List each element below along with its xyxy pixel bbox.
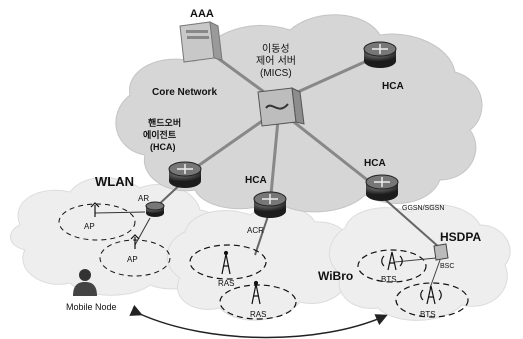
ras-bottom-label: RAS <box>250 310 266 319</box>
ras-bottom-tower-icon <box>251 280 261 305</box>
link-ggsn-bsc <box>379 194 441 249</box>
hca-agent-label-line3: (HCA) <box>150 142 176 152</box>
wibro-label: WiBro <box>318 269 353 283</box>
hsdpa-label: HSDPA <box>440 230 481 244</box>
hca-center-label: HCA <box>245 175 267 186</box>
wibro-cloud <box>166 205 352 321</box>
mics-label-line1: 이동성 <box>262 43 290 55</box>
router-icon-hca-agent <box>168 161 202 188</box>
bts-bottom-label: BTS <box>420 310 436 319</box>
bts-top-label: BTS <box>381 275 397 284</box>
wlan-label: WLAN <box>95 174 134 189</box>
link-ar-ap-bottom <box>134 217 151 246</box>
ap-left-icon <box>90 202 100 217</box>
ap-bottom-icon <box>130 234 140 249</box>
bts-bottom-coverage <box>395 282 469 318</box>
ar-label: AR <box>138 194 149 203</box>
link-bsc-bts-top <box>394 257 437 263</box>
link-hca-right-mics <box>284 113 381 192</box>
ap-left-coverage <box>58 203 136 241</box>
link-ar-ap-left <box>94 211 146 214</box>
bsc-icon <box>433 243 449 261</box>
acr-label: ACR <box>247 226 264 235</box>
link-hca-agent-mics <box>184 110 276 177</box>
link-bsc-bts-bottom <box>429 259 441 289</box>
ras-top-label: RAS <box>218 279 234 288</box>
hca-right-label: HCA <box>364 158 386 169</box>
mics-label-line3: (MICS) <box>260 68 292 79</box>
bts-top-tower-icon <box>381 251 403 271</box>
bts-top-coverage <box>357 249 427 283</box>
ggsn-sgsn-label: GGSN/SGSN <box>402 205 444 212</box>
bts-bottom-tower-icon <box>420 285 442 305</box>
bsc-label: BSC <box>440 263 454 270</box>
ap-bottom-label: AP <box>127 255 138 264</box>
router-icon-hca-right <box>365 174 399 201</box>
link-hca-center-mics <box>268 119 280 206</box>
mobile-node-person-icon <box>73 269 97 296</box>
aaa-server-icon <box>179 21 223 63</box>
mics-label-line2: 제어 서버 <box>256 55 296 67</box>
hca-agent-label-line2: 에이전트 <box>143 129 177 141</box>
mobile-node-label: Mobile Node <box>66 302 117 312</box>
ras-top-tower-icon <box>221 250 231 275</box>
core-network-label: Core Network <box>152 87 217 98</box>
mics-server-icon <box>257 87 305 127</box>
router-icon-ar <box>145 201 165 217</box>
handover-arrow <box>129 304 388 339</box>
router-icon-hca-topright <box>363 41 397 68</box>
hsdpa-cloud <box>328 204 511 321</box>
router-icon-hca-center <box>253 191 287 218</box>
hca-top-right-label: HCA <box>382 81 404 92</box>
hca-agent-label-line1: 핸드오버 <box>148 117 181 129</box>
access-clouds <box>10 177 511 321</box>
ap-left-label: AP <box>84 222 95 231</box>
ras-top-coverage <box>189 244 267 280</box>
aaa-label: AAA <box>190 8 214 20</box>
